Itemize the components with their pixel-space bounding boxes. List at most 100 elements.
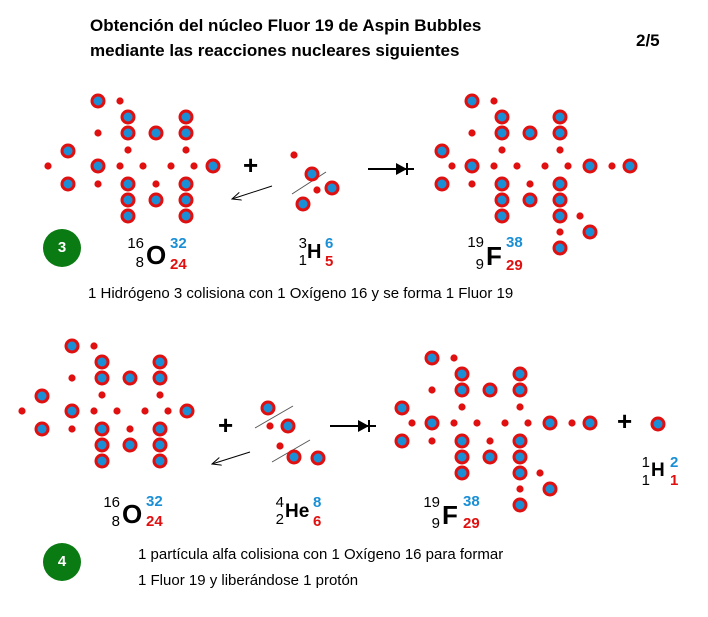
bubble — [178, 109, 194, 125]
atomic-number: 1 — [298, 252, 307, 269]
bubble — [122, 370, 138, 386]
bubble — [552, 109, 568, 125]
bubble — [622, 158, 638, 174]
bubble — [286, 449, 302, 465]
bubble — [324, 180, 340, 196]
blue-count: 32 — [146, 493, 163, 510]
bubble — [454, 433, 470, 449]
bubble — [152, 354, 168, 370]
blue-count: 32 — [170, 235, 187, 252]
red-count: 5 — [325, 253, 334, 270]
dot — [450, 354, 458, 362]
oxygen-16-structure-bottom — [18, 338, 195, 469]
red-count: 29 — [506, 257, 523, 274]
dot — [408, 419, 416, 427]
bubble — [178, 176, 194, 192]
bubble — [434, 176, 450, 192]
link-line — [291, 171, 327, 195]
dot — [490, 162, 498, 170]
bubble — [434, 143, 450, 159]
dot — [513, 162, 521, 170]
bubble — [94, 421, 110, 437]
approach-arrow-bottom — [212, 451, 251, 464]
bubble — [512, 366, 528, 382]
dot — [556, 146, 564, 154]
bubble — [394, 400, 410, 416]
link-line — [254, 405, 294, 429]
bubble — [178, 208, 194, 224]
bubble — [542, 481, 558, 497]
dot — [68, 374, 76, 382]
dot — [576, 212, 584, 220]
dot — [608, 162, 616, 170]
dot — [44, 162, 52, 170]
bubble — [512, 382, 528, 398]
dot — [141, 407, 149, 415]
element-symbol: F — [442, 500, 458, 530]
bubble — [94, 437, 110, 453]
fluor-19-structure-top — [434, 93, 638, 256]
red-count: 24 — [146, 513, 163, 530]
bubble — [148, 192, 164, 208]
bubble — [512, 497, 528, 513]
bubble — [90, 93, 106, 109]
bubble — [552, 125, 568, 141]
blue-count: 8 — [313, 494, 322, 511]
mass-number: 1 — [641, 454, 650, 471]
dot — [564, 162, 572, 170]
bubble — [310, 450, 326, 466]
bubble — [122, 437, 138, 453]
dot — [98, 391, 106, 399]
red-count: 1 — [670, 472, 679, 489]
bubble — [152, 453, 168, 469]
bubble — [454, 465, 470, 481]
element-symbol: He — [285, 501, 310, 522]
dot — [139, 162, 147, 170]
dot — [182, 146, 190, 154]
bubble — [90, 158, 106, 174]
reaction-4-caption-line-1: 1 partícula alfa colisiona con 1 Oxígeno… — [138, 546, 504, 563]
bubble — [582, 224, 598, 240]
atomic-number: 8 — [111, 513, 120, 530]
bubble — [650, 416, 666, 432]
approach-arrow-top — [232, 185, 273, 199]
bubble — [482, 449, 498, 465]
dot — [126, 425, 134, 433]
dot — [526, 180, 534, 188]
dot — [90, 342, 98, 350]
plus-sign-bottom-2: + — [617, 406, 633, 436]
page-number: 2/5 — [636, 31, 660, 50]
mass-number: 19 — [467, 234, 484, 251]
plus-sign-top: + — [243, 150, 259, 180]
dot — [568, 419, 576, 427]
atomic-number: 9 — [431, 515, 440, 532]
dot — [124, 146, 132, 154]
bubble — [120, 208, 136, 224]
dot — [113, 407, 121, 415]
atomic-number: 1 — [641, 472, 650, 489]
bubble — [494, 208, 510, 224]
bubble — [512, 465, 528, 481]
mass-number: 3 — [298, 235, 307, 252]
bubble — [60, 143, 76, 159]
bubble — [60, 176, 76, 192]
dot — [290, 151, 298, 159]
atomic-number: 8 — [135, 254, 144, 271]
title-line-2: mediante las reacciones nucleares siguie… — [90, 41, 460, 60]
element-symbol: O — [146, 240, 167, 270]
reaction-4-caption-line-2: 1 Fluor 19 y liberándose 1 protón — [138, 572, 359, 589]
plus-sign-bottom-1: + — [218, 410, 234, 440]
dot — [18, 407, 26, 415]
fluor-19-structure-bottom — [394, 350, 598, 513]
element-symbol: F — [486, 241, 502, 271]
dot — [501, 419, 509, 427]
element-symbol: O — [122, 499, 143, 529]
mass-number: 16 — [127, 235, 144, 252]
bubble — [120, 176, 136, 192]
bubble — [542, 415, 558, 431]
dot — [448, 162, 456, 170]
bubble — [34, 388, 50, 404]
reaction-3-badge: 3 — [43, 229, 81, 267]
blue-count: 6 — [325, 235, 334, 252]
dot — [536, 469, 544, 477]
